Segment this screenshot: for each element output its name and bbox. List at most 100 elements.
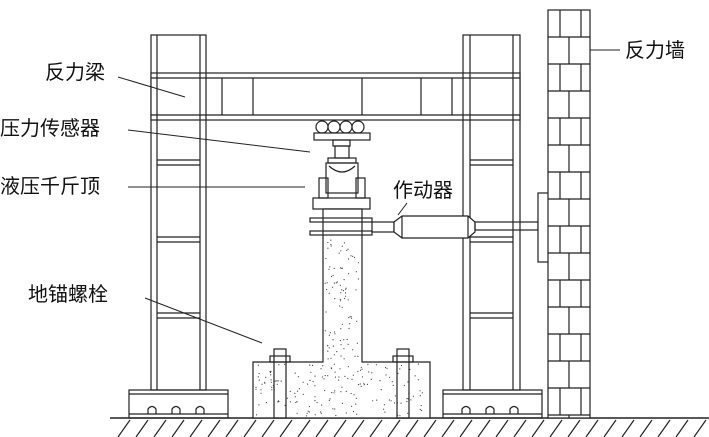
concrete-aggregate [330,245,332,247]
concrete-aggregate [269,370,271,373]
concrete-aggregate [255,388,257,390]
concrete-aggregate [329,332,331,334]
concrete-aggregate [334,408,336,410]
concrete-aggregate [323,378,325,380]
concrete-aggregate [339,298,341,301]
concrete-aggregate [329,398,331,400]
hatch-line [495,419,509,437]
concrete-aggregate [322,365,324,367]
concrete-aggregate [371,372,373,374]
hatch-line [657,419,671,437]
concrete-aggregate [327,375,329,377]
concrete-aggregate [342,290,345,292]
concrete-aggregate [320,412,322,414]
concrete-aggregate [352,410,355,413]
base-bolt [509,405,519,414]
concrete-aggregate [307,383,309,385]
concrete-aggregate [380,389,382,391]
concrete-aggregate [350,392,352,395]
concrete-aggregate [324,375,326,377]
concrete-aggregate [328,399,330,401]
concrete-aggregate [347,343,349,345]
concrete-aggregate [347,377,349,380]
concrete-aggregate [352,255,354,257]
concrete-aggregate [355,271,357,273]
concrete-aggregate [367,363,369,365]
base-bolt [485,405,495,414]
concrete-aggregate [345,390,347,392]
concrete-aggregate [361,376,364,378]
concrete-aggregate [289,390,291,392]
concrete-aggregate [332,345,334,347]
hatch-line [135,419,149,437]
concrete-aggregate [314,400,316,402]
concrete-aggregate [328,347,330,349]
concrete-aggregate [334,371,336,373]
concrete-aggregate [421,409,423,412]
label-pressure-sensor: 压力传感器 [0,116,100,140]
concrete-aggregate [260,389,262,391]
concrete-aggregate [328,268,330,270]
concrete-aggregate [412,395,414,397]
concrete-aggregate [363,384,365,386]
concrete-aggregate [419,395,421,397]
concrete-aggregate [341,402,343,404]
concrete-aggregate [277,401,279,403]
concrete-aggregate [376,399,378,401]
hatch-line [297,419,311,437]
concrete-aggregate [340,250,342,252]
label-reaction-wall: 反力墙 [625,38,685,62]
concrete-aggregate [357,262,359,264]
concrete-aggregate [351,405,353,407]
concrete-aggregate [286,397,288,399]
concrete-aggregate [385,374,387,376]
concrete-aggregate [340,267,343,269]
concrete-aggregate [417,363,419,365]
concrete-aggregate [343,242,345,244]
concrete-aggregate [352,349,354,351]
concrete-aggregate [392,384,394,386]
concrete-aggregate [360,385,362,387]
concrete-aggregate [270,379,272,381]
concrete-aggregate [260,392,262,394]
concrete-aggregate [331,286,334,288]
concrete-aggregate [332,408,334,410]
concrete-aggregate [336,281,338,283]
concrete-aggregate [348,317,350,319]
actuator [371,192,550,263]
concrete-aggregate [306,412,308,414]
concrete-aggregate [333,267,335,269]
concrete-aggregate [302,393,304,395]
concrete-aggregate [261,383,263,385]
concrete-aggregate [327,247,329,249]
concrete-aggregate [359,369,362,371]
concrete-aggregate [407,412,409,414]
concrete-aggregate [394,395,396,397]
hatch-line [513,419,527,437]
concrete-aggregate [270,374,272,376]
concrete-aggregate [314,414,316,416]
label-hydraulic-jack: 液压千斤顶 [0,174,100,198]
concrete-aggregate [314,396,316,398]
concrete-aggregate [353,394,355,396]
hatch-line [405,419,419,437]
hatch-line [351,419,365,437]
concrete-aggregate [334,333,336,335]
concrete-aggregate [329,266,331,268]
concrete-aggregate [407,381,409,383]
concrete-aggregate [355,397,357,399]
concrete-aggregate [328,334,330,336]
concrete-aggregate [344,375,346,377]
reaction-wall [547,9,591,419]
concrete-aggregate [333,331,336,333]
hatch-line [441,419,455,437]
concrete-aggregate [406,398,408,400]
concrete-aggregate [356,413,358,415]
concrete-aggregate [340,391,342,393]
concrete-aggregate [384,411,386,413]
hatch-line [117,419,131,437]
concrete-aggregate [347,273,350,275]
hatch-line [333,419,347,437]
concrete-aggregate [391,381,393,383]
hatch-line [693,419,707,437]
